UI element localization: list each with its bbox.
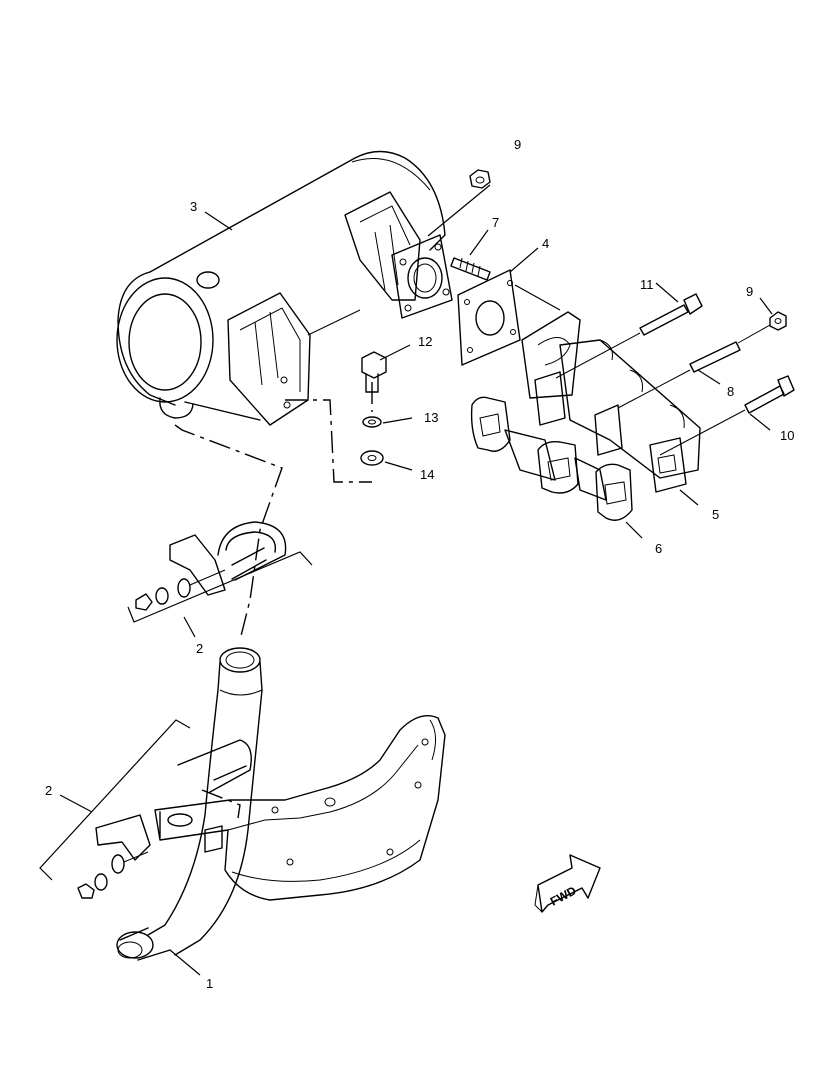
fwd-label: FWD <box>548 883 579 908</box>
callout-12: 12 <box>418 334 432 349</box>
manifold-gasket <box>470 396 643 539</box>
exhaust-manifold <box>521 311 701 506</box>
callout-2: 2 <box>196 641 203 656</box>
flat-washer <box>360 450 413 471</box>
callout-6: 6 <box>655 541 662 556</box>
forward-direction-arrow: FWD <box>534 854 601 913</box>
stud <box>450 257 491 281</box>
stud <box>617 341 741 409</box>
flange-nut <box>469 169 491 189</box>
tail-pipe <box>116 647 263 976</box>
bolt <box>659 375 795 456</box>
muffler <box>116 150 453 426</box>
callout-13: 13 <box>424 410 438 425</box>
callout-10: 10 <box>780 428 794 443</box>
bolt <box>555 282 703 379</box>
tail-pipe-clamp <box>39 719 252 899</box>
muffler-clamp <box>127 521 313 638</box>
callout-8: 8 <box>727 384 734 399</box>
callout-9: 9 <box>746 284 753 299</box>
mounting-bracket <box>154 715 446 901</box>
flange-nut <box>737 297 787 344</box>
bolt <box>361 344 411 393</box>
callout-1: 1 <box>206 976 213 991</box>
gasket <box>457 269 561 366</box>
callout-3: 3 <box>190 199 197 214</box>
callout-9: 9 <box>514 137 521 152</box>
callout-7: 7 <box>492 215 499 230</box>
callout-5: 5 <box>712 507 719 522</box>
callout-4: 4 <box>542 236 549 251</box>
callout-14: 14 <box>420 467 434 482</box>
callout-11: 11 <box>640 277 654 292</box>
lock-washer <box>362 416 413 428</box>
callout-2: 2 <box>45 783 52 798</box>
